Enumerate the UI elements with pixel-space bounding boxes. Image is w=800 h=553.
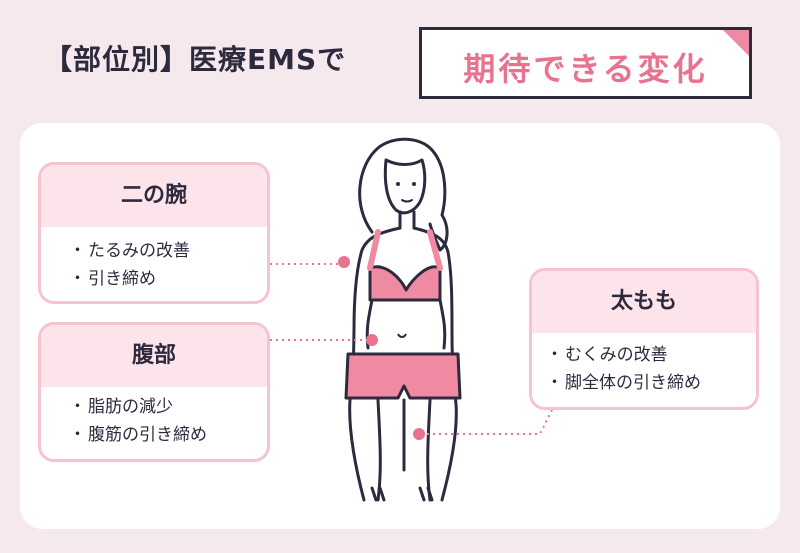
title-highlight-text: 期待できる変化: [463, 50, 708, 88]
corner-accent: [723, 30, 749, 56]
list-item: むくみの改善: [546, 341, 756, 369]
card-title: 腹部: [41, 325, 267, 387]
list-item: 脚全体の引き締め: [546, 369, 756, 397]
card-list: 脂肪の減少 腹筋の引き締め: [41, 387, 267, 449]
list-item: 腹筋の引き締め: [69, 421, 267, 449]
card-list: むくみの改善 脚全体の引き締め: [532, 333, 756, 397]
list-item: 引き締め: [69, 265, 267, 293]
list-item: たるみの改善: [69, 237, 267, 265]
card-abdomen: 腹部 脂肪の減少 腹筋の引き締め: [38, 322, 270, 462]
card-upper-arm: 二の腕 たるみの改善 引き締め: [38, 162, 270, 304]
card-thigh: 太もも むくみの改善 脚全体の引き締め: [529, 268, 759, 410]
card-title: 太もも: [532, 271, 756, 333]
card-list: たるみの改善 引き締め: [41, 227, 267, 293]
card-title: 二の腕: [41, 165, 267, 227]
title-row: 【部位別】医療EMSで 期待できる変化: [0, 0, 800, 110]
list-item: 脂肪の減少: [69, 393, 267, 421]
page-title: 【部位別】医療EMSで: [44, 43, 347, 76]
title-highlight-box: 期待できる変化: [419, 27, 752, 99]
